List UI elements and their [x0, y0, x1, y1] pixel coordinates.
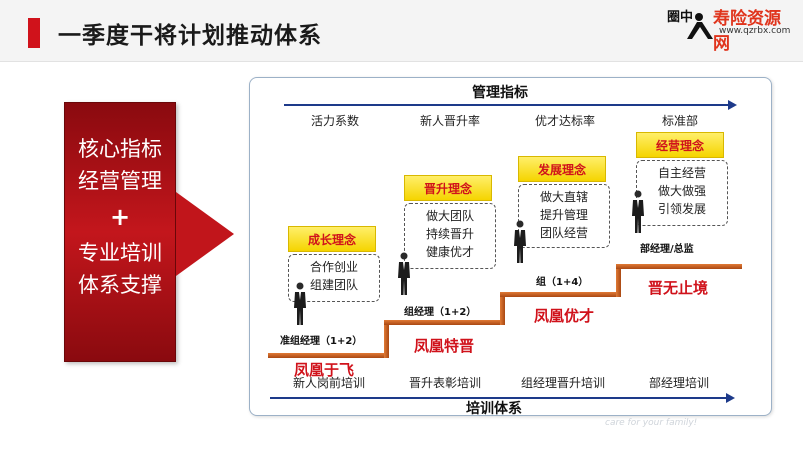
role-label: 组（1+4） [536, 277, 589, 288]
logo-circle-text: 圈中 [667, 10, 694, 25]
core-line-2: 经营管理 [78, 169, 162, 193]
businessman-icon [632, 190, 644, 233]
stair-riser-2 [500, 294, 505, 325]
core-plus: + [109, 203, 131, 231]
right-arrow-icon [176, 192, 234, 276]
stair-riser-3 [616, 266, 621, 297]
concept-box-promotion: 做大团队 持续晋升 健康优才 [404, 203, 496, 269]
top-axis-line [284, 104, 730, 106]
concept-promotion: 晋升理念 [404, 175, 492, 201]
concept-point: 持续晋升 [425, 227, 474, 241]
concept-point: 健康优才 [425, 245, 474, 259]
role-label: 部经理/总监 [640, 244, 694, 255]
site-logo: 圈中 寿险资源网 www.qzrbx.com [667, 2, 797, 54]
bottom-axis-item: 新人岗前培训 [292, 376, 365, 390]
concept-point: 提升管理 [539, 208, 588, 222]
stair-riser-1 [384, 322, 389, 358]
concept-point: 合作创业 [309, 260, 358, 274]
stair-step-3 [500, 292, 618, 297]
slogan: 凤凰特晋 [414, 337, 475, 355]
concept-point: 团队经营 [539, 226, 588, 240]
role-label: 组经理（1+2） [404, 307, 477, 318]
watermark-text: care for your family! [605, 418, 698, 428]
bottom-axis-item: 组经理晋升培训 [520, 376, 605, 390]
concept-growth: 成长理念 [288, 226, 376, 252]
header-bar: 一季度干将计划推动体系 圈中 寿险资源网 www.qzrbx.com [0, 0, 803, 62]
businessman-icon [294, 282, 306, 325]
stair-step-1 [268, 353, 386, 358]
bottom-axis-item: 部经理培训 [648, 376, 709, 390]
slogan: 凤凰优才 [534, 307, 595, 325]
system-panel: 管理指标 活力系数 新人晋升率 优才达标率 标准部 成长理念 合作创业 组建团队… [249, 77, 772, 417]
slogan: 晋无止境 [648, 279, 709, 297]
bottom-axis-arrow-icon [726, 393, 735, 403]
concept-point: 做大做强 [657, 184, 706, 198]
top-axis-title: 管理指标 [472, 85, 528, 101]
businessman-icon [514, 220, 526, 263]
concept-box-operation: 自主经营 做大做强 引领发展 [636, 160, 728, 226]
concept-operation: 经营理念 [636, 132, 724, 158]
bottom-axis-line [270, 397, 728, 399]
top-axis-item: 新人晋升率 [419, 114, 480, 128]
core-box: 核心指标 经营管理 + 专业培训 体系支撑 [64, 102, 176, 362]
person-logo-icon [687, 13, 713, 39]
core-line-4: 体系支撑 [78, 273, 162, 297]
stair-step-2 [384, 320, 502, 325]
top-axis-item: 优才达标率 [534, 114, 595, 128]
logo-url: www.qzrbx.com [719, 26, 791, 36]
concept-box-development: 做大直辖 提升管理 团队经营 [518, 184, 610, 248]
concept-development: 发展理念 [518, 156, 606, 182]
top-axis-item: 活力系数 [310, 114, 359, 128]
top-axis-arrow-icon [728, 100, 737, 110]
page-title: 一季度干将计划推动体系 [58, 23, 322, 49]
concept-point: 组建团队 [309, 278, 358, 292]
concept-point: 自主经营 [657, 166, 706, 180]
title-marker [28, 18, 40, 48]
logo-brand: 寿险资源网 [713, 9, 781, 54]
top-axis-item: 标准部 [661, 114, 698, 128]
concept-point: 做大直辖 [539, 190, 588, 204]
role-label: 准组经理（1+2） [280, 336, 363, 347]
bottom-axis-title: 培训体系 [466, 401, 522, 417]
bottom-axis-item: 晋升表彰培训 [408, 376, 481, 390]
concept-point: 做大团队 [425, 209, 474, 223]
concept-point: 引领发展 [657, 202, 706, 216]
businessman-icon [398, 252, 410, 295]
core-line-3: 专业培训 [78, 241, 162, 265]
core-line-1: 核心指标 [78, 137, 162, 161]
stair-step-4 [616, 264, 742, 269]
slogan: 凤凰于飞 [294, 361, 355, 379]
